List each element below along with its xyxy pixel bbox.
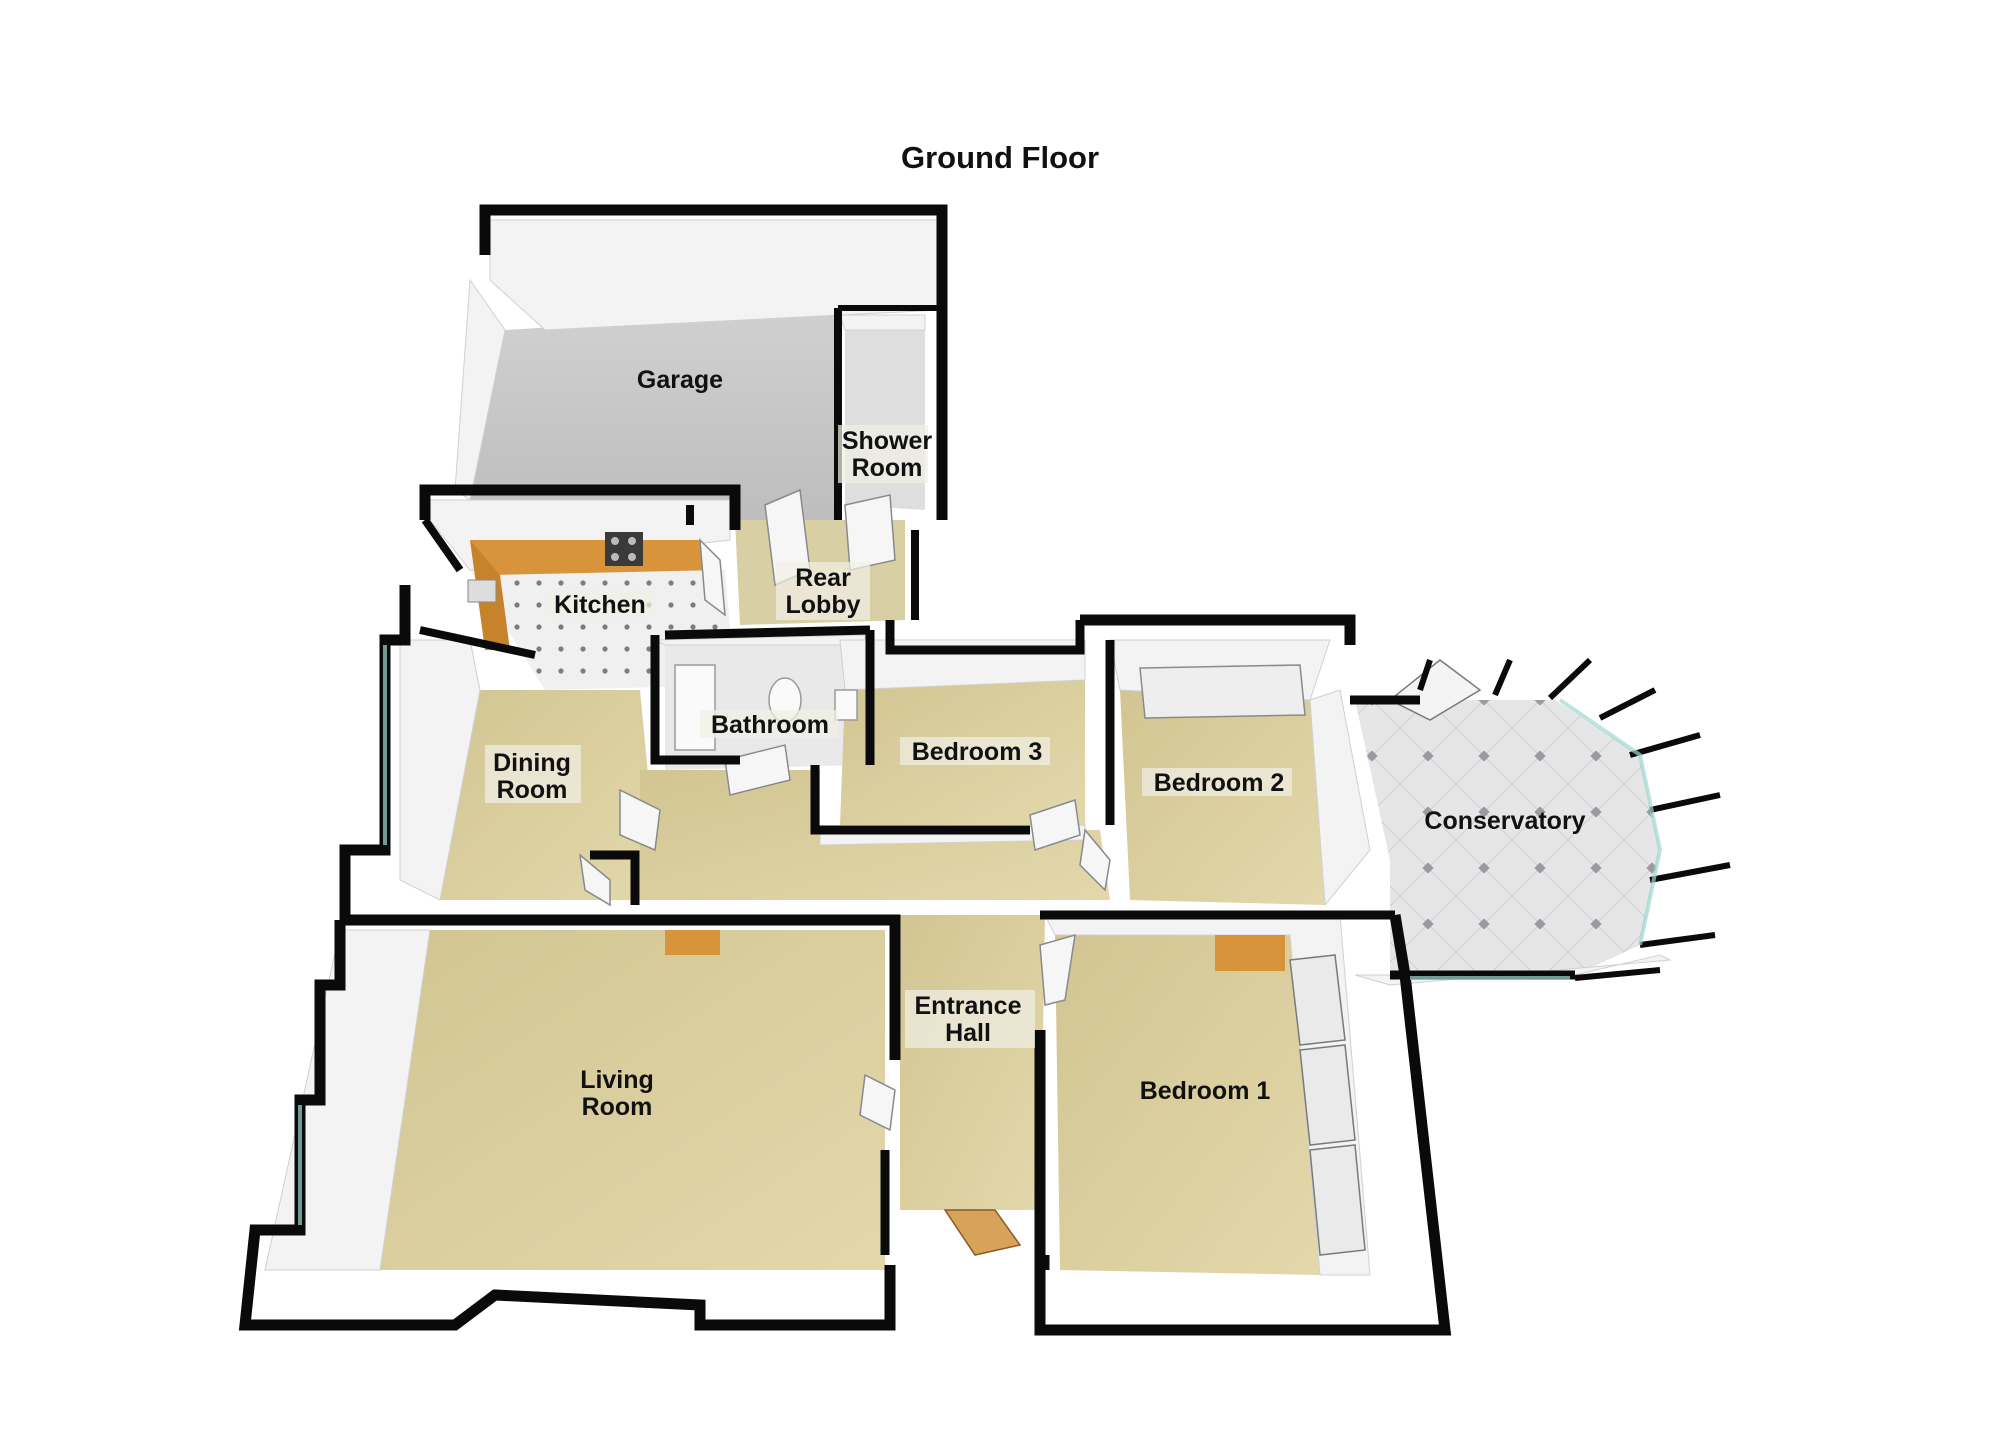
label-bedroom-3: Bedroom 3 <box>912 738 1043 766</box>
dresser-icon <box>1215 935 1285 971</box>
fireplace-icon <box>665 930 720 955</box>
label-living-room-1: Living <box>580 1066 654 1094</box>
sink-icon <box>467 579 497 603</box>
room-labels: Garage Shower Room Kitchen Rear Lobby Ba… <box>485 366 1586 1121</box>
floor-title: Ground Floor <box>900 140 1100 175</box>
label-bedroom-2: Bedroom 2 <box>1154 769 1285 797</box>
label-entrance-hall-1: Entrance <box>915 992 1022 1020</box>
label-shower-room-1: Shower <box>842 427 933 455</box>
bedroom-2-floor <box>1120 690 1325 905</box>
label-dining-room-1: Dining <box>493 749 571 777</box>
wardrobes <box>1215 935 1366 1256</box>
label-shower-room-2: Room <box>852 454 923 482</box>
label-kitchen: Kitchen <box>554 591 646 619</box>
conservatory-floor <box>1355 700 1660 975</box>
front-door <box>943 1209 1022 1256</box>
window-glass <box>298 645 1663 1225</box>
label-conservatory: Conservatory <box>1424 807 1585 835</box>
label-entrance-hall-2: Hall <box>945 1019 991 1047</box>
hob-icon <box>605 532 643 566</box>
label-rear-lobby-1: Rear <box>795 564 851 592</box>
basin-icon <box>834 689 858 721</box>
kitchen-worktop <box>467 532 720 650</box>
label-bedroom-1: Bedroom 1 <box>1140 1077 1271 1105</box>
label-bathroom: Bathroom <box>711 711 829 739</box>
label-dining-room-2: Room <box>497 776 568 804</box>
label-garage: Garage <box>637 366 723 394</box>
entrance-hall-floor <box>900 915 1045 1210</box>
living-room-floor <box>380 930 885 1270</box>
label-living-room-2: Room <box>582 1093 653 1121</box>
garage-floor <box>470 310 835 535</box>
bedroom-1-floor <box>1055 935 1320 1275</box>
doors <box>578 488 1111 1256</box>
bedroom-2-wardrobe <box>1139 664 1306 719</box>
label-rear-lobby-2: Lobby <box>786 591 861 619</box>
walls <box>238 204 1731 1336</box>
